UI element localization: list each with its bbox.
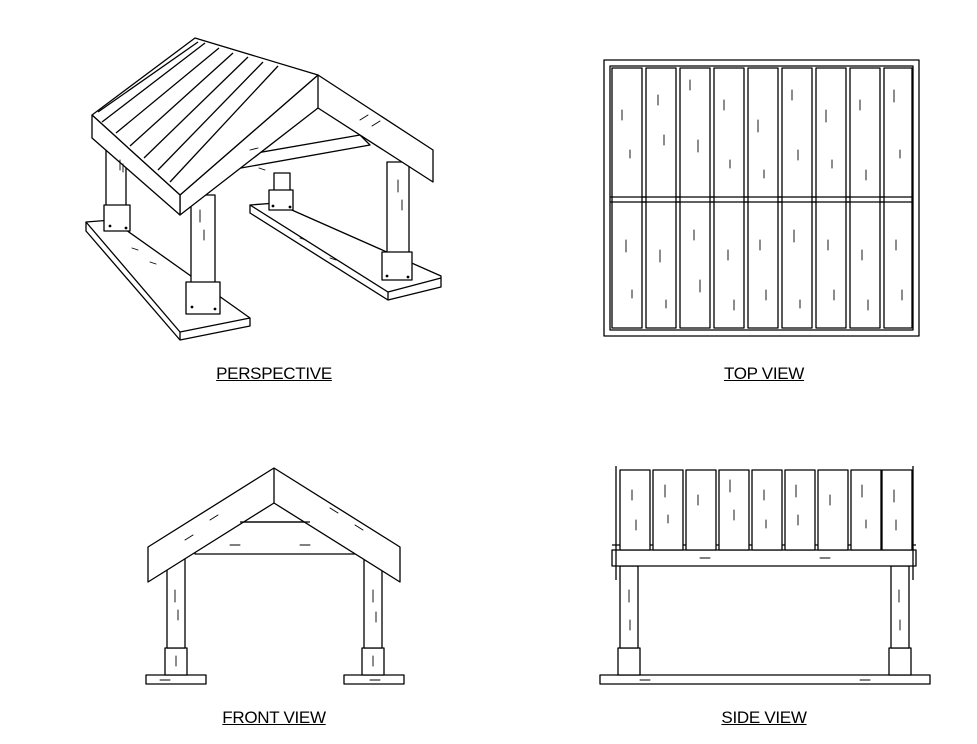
perspective-drawing xyxy=(85,37,442,341)
front-view-drawing xyxy=(145,467,405,685)
top-view-label: TOP VIEW xyxy=(723,364,805,383)
front-view-label: FRONT VIEW xyxy=(222,708,326,727)
top-view-drawing xyxy=(603,59,920,337)
perspective-label: PERSPECTIVE xyxy=(216,364,332,383)
side-view-label: SIDE VIEW xyxy=(721,708,807,727)
side-view-drawing xyxy=(599,466,931,685)
